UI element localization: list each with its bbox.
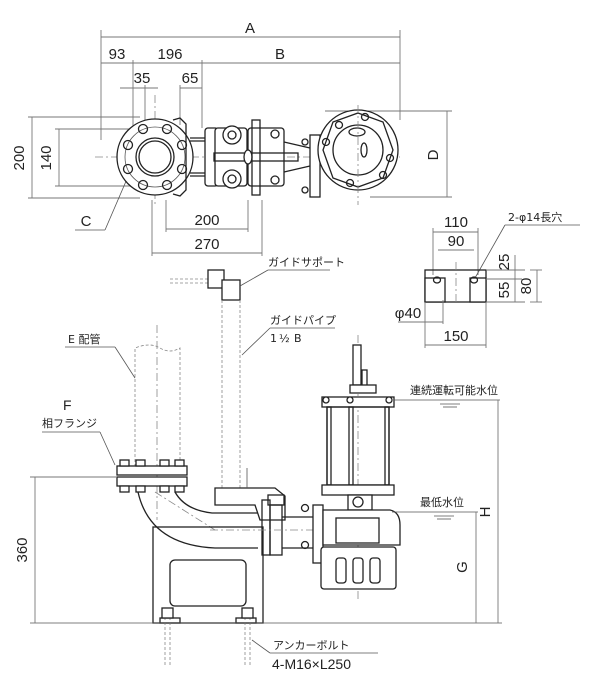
dim-35: 35 (134, 70, 151, 87)
guide-support-detail: 110 90 2-φ14長穴 25 55 80 φ40 150 (395, 210, 580, 348)
dim-196: 196 (157, 46, 182, 63)
discharge-pipe (134, 344, 181, 467)
dim-360: 360 (14, 537, 31, 562)
dim-80: 80 (518, 278, 535, 295)
min-level-label: 最低水位 (420, 495, 464, 509)
flange-bore (135, 137, 175, 177)
flange-bolts (122, 123, 188, 191)
label-c: C (81, 213, 92, 230)
dim-h: H (477, 507, 494, 518)
guide-pipe-bottom (222, 169, 242, 189)
plan-view (95, 95, 400, 205)
piping-label: E 配管 (68, 332, 100, 346)
motor-top-plate (321, 396, 395, 408)
base-window (169, 559, 247, 607)
continuous-level-label: 連続運転可能水位 (410, 383, 498, 397)
dim-270: 270 (194, 236, 219, 253)
bolt-circle (124, 126, 186, 188)
counter-flange (116, 465, 188, 476)
flange-bracket (172, 117, 187, 197)
coupling-shaft (213, 152, 299, 162)
guide-pipe-top (222, 125, 242, 145)
anchor-bolt-spec: 4-M16×L250 (272, 656, 351, 672)
water-level-symbol (440, 403, 460, 408)
dim-110: 110 (444, 214, 468, 231)
anchor-bolt-label: アンカーボルト (273, 639, 350, 652)
guide-support (207, 269, 225, 289)
guide-pipe-size-whole: 1 (270, 332, 277, 345)
dim-140-vertical: 140 (38, 145, 55, 170)
dim-phi40: φ40 (395, 305, 421, 322)
discharge-flange (116, 118, 194, 196)
dim-93: 93 (109, 46, 126, 63)
dim-a: A (245, 20, 255, 37)
dim-65: 65 (182, 70, 199, 87)
flange-nuts (119, 459, 185, 493)
dim-d: D (425, 149, 442, 160)
pump-casing (322, 509, 401, 546)
dim-200-horizontal: 200 (194, 212, 219, 229)
guide-support-label: ガイドサポート (268, 256, 345, 269)
pump-discharge-flange (116, 476, 188, 487)
counter-flange-label: 相フランジ (42, 417, 97, 430)
flange-letter: F (63, 397, 72, 413)
dim-55: 55 (496, 282, 513, 299)
dim-150: 150 (443, 328, 468, 345)
dim-g: G (454, 561, 471, 573)
elevation-view: ガイドサポート ガイドパイプ 1 ½ B E 配管 F 相フランジ (14, 256, 502, 672)
dim-200-vertical: 200 (11, 145, 28, 170)
guide-pipe-size-unit: B (294, 332, 302, 345)
motor-bottom-plate (321, 484, 395, 496)
guide-pipe-size-fraction: ½ (279, 332, 290, 345)
dim-25: 25 (496, 254, 513, 271)
dim-90: 90 (448, 233, 465, 250)
elbow-inner (174, 491, 258, 514)
slot-label: 2-φ14長穴 (508, 210, 562, 224)
dim-b: B (275, 46, 285, 63)
elbow-outer (137, 491, 258, 549)
flange-bore-inner (138, 140, 172, 174)
guide-pipe-label: ガイドパイプ (270, 314, 336, 327)
cable-inlet (352, 344, 362, 386)
pump-neck (283, 141, 311, 173)
pump-flange-plan (309, 134, 321, 198)
water-level-symbol (434, 515, 454, 520)
